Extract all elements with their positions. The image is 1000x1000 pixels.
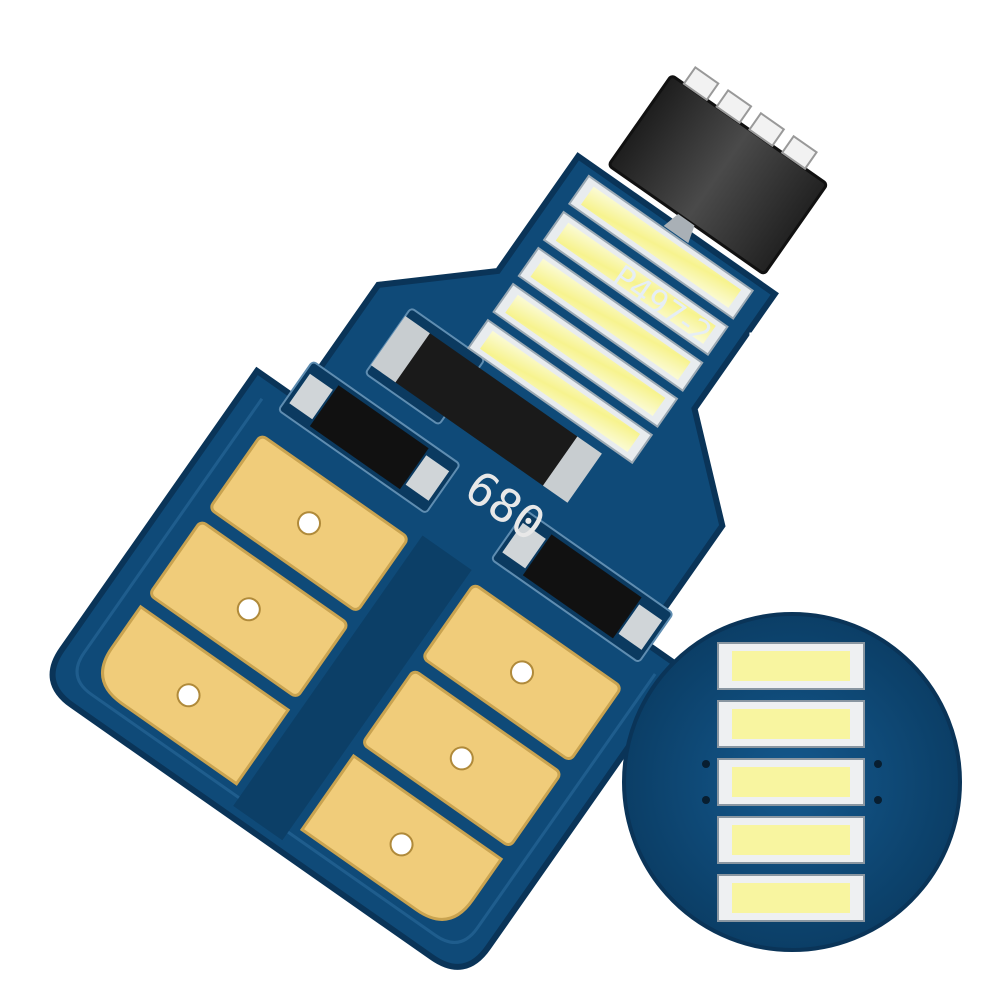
heatsink	[608, 66, 828, 275]
polarity-marking-text: +	[745, 309, 780, 358]
led-array	[466, 174, 755, 465]
center-channel	[233, 535, 472, 841]
pcb-board	[49, 66, 828, 970]
resistor	[365, 308, 602, 503]
diode-left	[278, 361, 460, 513]
inset-led-strip	[717, 642, 865, 922]
gold-pads-right	[299, 584, 621, 921]
led-detail-inset	[622, 612, 962, 952]
gold-pads-left	[101, 435, 408, 786]
diode-right	[491, 510, 673, 662]
